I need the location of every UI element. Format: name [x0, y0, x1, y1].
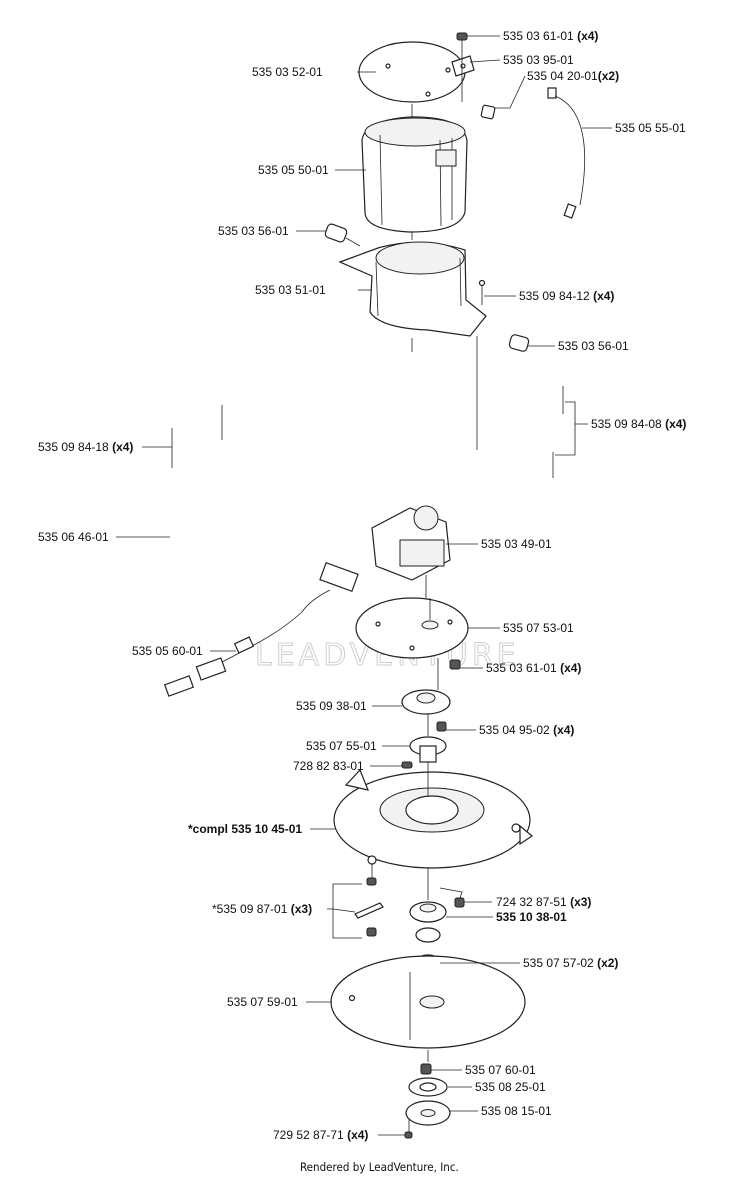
part-label[interactable]: 728 82 83-01 [293, 759, 364, 773]
screw-part[interactable] [456, 32, 468, 50]
knife-set-part[interactable] [354, 877, 384, 937]
motor-housing-part[interactable] [361, 116, 468, 233]
part-label[interactable]: 729 52 87-71 (x4) [273, 1128, 368, 1142]
sensor-cable-part[interactable] [547, 87, 586, 219]
clip-part[interactable] [451, 55, 475, 77]
part-label[interactable]: 535 07 59-01 [227, 995, 298, 1009]
assembly-axes [371, 50, 478, 1132]
part-label[interactable]: *535 09 87-01 (x3) [212, 902, 312, 916]
skid-plate-part[interactable] [405, 1100, 451, 1126]
frame-rod-part[interactable] [66, 351, 566, 577]
part-labels: 535 03 61-01 (x4) 535 03 95-01 535 03 52… [38, 29, 686, 1142]
wiring-harness-part[interactable] [163, 561, 359, 697]
frame-pin-left-part[interactable] [171, 405, 223, 468]
blade-disc-part[interactable] [333, 768, 534, 869]
part-label[interactable]: 535 05 55-01 [615, 121, 686, 135]
part-label[interactable]: 535 03 56-01 [558, 339, 629, 353]
part-label[interactable]: 724 32 87-51 (x3) [496, 895, 591, 909]
screw-hub-part[interactable] [436, 721, 447, 732]
part-label[interactable]: 535 03 61-01 (x4) [503, 29, 598, 43]
chassis-part[interactable] [338, 241, 487, 337]
mounting-plate-part[interactable] [355, 597, 469, 659]
coupler-part[interactable] [409, 736, 447, 763]
part-label[interactable]: 535 09 84-18 (x4) [38, 440, 133, 454]
pin-part[interactable] [478, 279, 486, 306]
leader-lines [116, 35, 612, 1136]
hub-part[interactable] [401, 689, 451, 715]
part-label[interactable]: 535 03 52-01 [252, 65, 323, 79]
bracket-part[interactable] [480, 104, 496, 120]
washer-part[interactable] [408, 1077, 448, 1097]
part-label[interactable]: 535 09 84-08 (x4) [591, 417, 686, 431]
nut-part[interactable] [420, 1063, 432, 1075]
part-label[interactable]: *compl 535 10 45-01 [188, 822, 302, 836]
set-screw-part[interactable] [401, 761, 413, 769]
frame-pin-right-part[interactable] [552, 386, 564, 478]
screw-plate-part[interactable] [449, 659, 461, 670]
part-label[interactable]: 535 07 57-02 (x2) [523, 956, 618, 970]
part-label[interactable]: 535 03 95-01 [503, 53, 574, 67]
part-label[interactable]: 535 07 53-01 [503, 621, 574, 635]
part-label[interactable]: 535 09 38-01 [296, 699, 367, 713]
part-label[interactable]: 535 05 60-01 [132, 644, 203, 658]
part-label[interactable]: 535 03 61-01 (x4) [486, 661, 581, 675]
part-label[interactable]: 535 08 25-01 [475, 1080, 546, 1094]
part-label[interactable]: 535 04 95-02 (x4) [479, 723, 574, 737]
knob-lower-part[interactable] [508, 334, 530, 352]
bottom-screw-part[interactable] [404, 1131, 413, 1139]
part-label[interactable]: 535 06 46-01 [38, 530, 109, 544]
part-label[interactable]: 535 03 49-01 [481, 537, 552, 551]
part-label[interactable]: 535 05 50-01 [258, 163, 329, 177]
part-label[interactable]: 535 10 38-01 [496, 910, 567, 924]
part-label[interactable]: 535 08 15-01 [481, 1104, 552, 1118]
part-label[interactable]: 535 07 55-01 [306, 739, 377, 753]
motor-part[interactable] [371, 505, 451, 598]
knob-upper-part[interactable] [324, 223, 361, 247]
screw-knife-part[interactable] [454, 897, 465, 908]
part-label[interactable]: 535 09 84-12 (x4) [519, 289, 614, 303]
part-label[interactable]: 535 07 60-01 [465, 1063, 536, 1077]
guard-disc-part[interactable] [330, 955, 526, 1049]
part-label[interactable]: 535 04 20-01(x2) [527, 69, 619, 83]
bearing-housing-part[interactable] [409, 901, 447, 923]
render-credit: Rendered by LeadVenture, Inc. [300, 1160, 459, 1174]
part-label[interactable]: 535 03 51-01 [255, 283, 326, 297]
part-label[interactable]: 535 03 56-01 [218, 224, 289, 238]
